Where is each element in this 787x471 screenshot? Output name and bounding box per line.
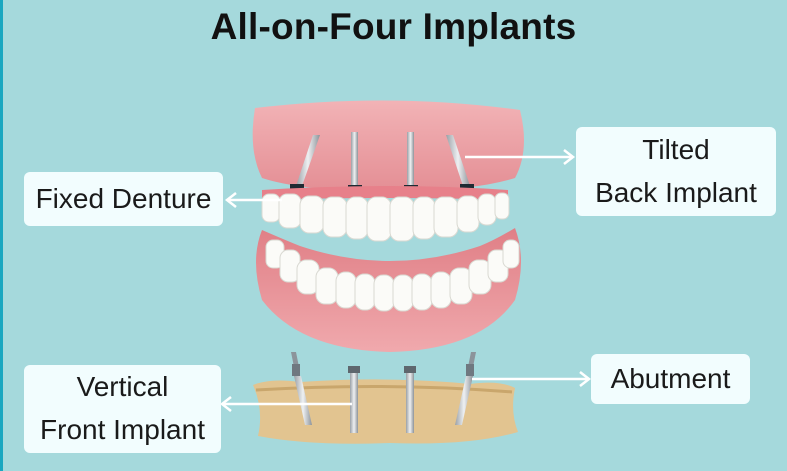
- upper-teeth: [261, 186, 510, 242]
- label-abutment-text: Abutment: [610, 363, 731, 394]
- diagram-title: All-on-Four Implants: [210, 6, 577, 47]
- label-vertical-line-2: Front Implant: [40, 414, 205, 445]
- label-fixed-denture-text: Fixed Denture: [35, 183, 212, 214]
- label-abutment: Abutment: [591, 354, 750, 404]
- arrow-abutment: [472, 371, 592, 387]
- arrow-fixed-denture: [224, 192, 282, 208]
- label-vertical-line-1: Vertical: [76, 371, 169, 402]
- lower-teeth: [265, 239, 520, 312]
- jaw-bone: [253, 379, 518, 444]
- label-vertical-front-implant: Vertical Front Implant: [24, 365, 221, 453]
- arrow-vertical-front-implant: [219, 396, 352, 412]
- upper-gum: [252, 100, 524, 191]
- arrow-tilted-back-implant: [465, 149, 576, 165]
- lower-implants: [291, 352, 476, 433]
- left-edge-bar: [0, 0, 3, 471]
- label-tilted-line-2: Back Implant: [595, 177, 757, 208]
- label-tilted-line-1: Tilted: [642, 134, 710, 165]
- label-tilted-back-implant: Tilted Back Implant: [576, 127, 776, 216]
- label-fixed-denture: Fixed Denture: [24, 172, 223, 226]
